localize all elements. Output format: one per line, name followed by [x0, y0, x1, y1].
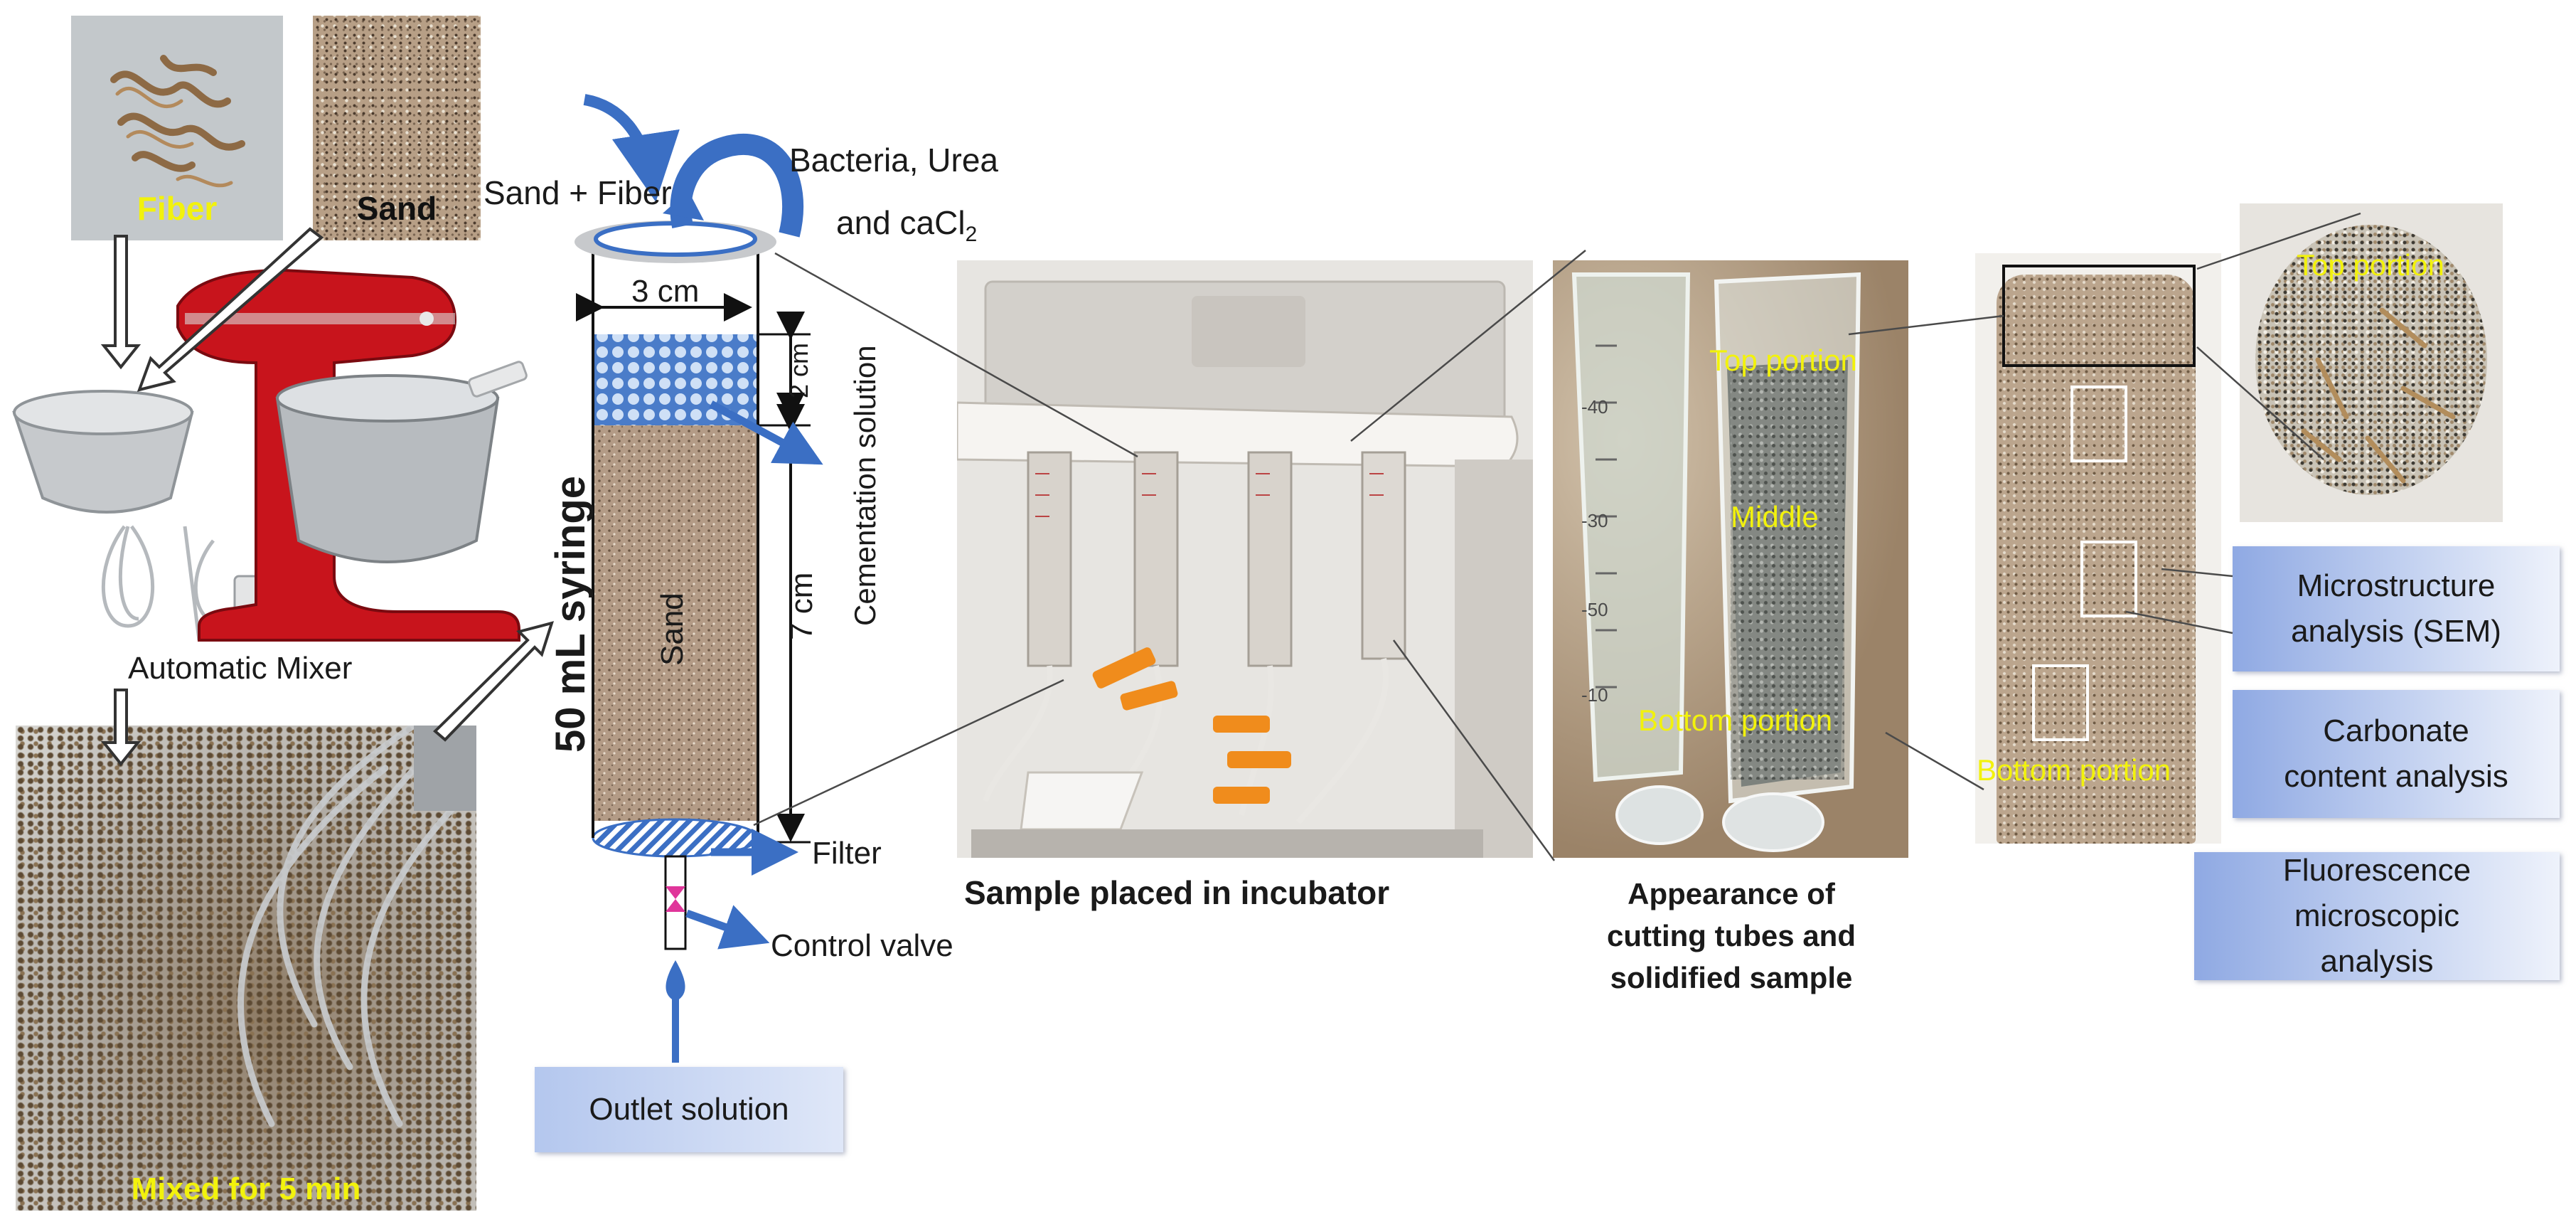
svg-text:-40: -40 — [1581, 396, 1608, 418]
svg-text:-30: -30 — [1581, 510, 1608, 531]
cut-tubes-photo: -40 -30 -50 -10 Top portion Middle Botto… — [1553, 260, 1908, 858]
sand-column-label: Sand — [655, 593, 690, 666]
syringes-in-incubator-image — [957, 260, 1533, 858]
filter-label: Filter — [812, 836, 882, 871]
valve-pointer-arrow — [685, 905, 770, 950]
fiber-bundles-image — [110, 55, 245, 188]
bacteria-label-line2: and caCl2 — [836, 206, 977, 245]
outlet-solution-label: Outlet solution — [589, 1092, 789, 1127]
region-lower-box — [2032, 664, 2089, 741]
control-valve-label: Control valve — [771, 928, 953, 963]
cementation-solution-label: Cementation solution — [848, 345, 882, 626]
bacteria-input-arrow — [670, 134, 804, 238]
svg-text:-10: -10 — [1581, 684, 1608, 706]
top-disc-photo: Top portion — [2240, 203, 2503, 522]
solidified-sample-photo: Bottom portion — [1975, 253, 2221, 844]
analysis-fluorescence-text: Fluorescence microscopic analysis — [2282, 853, 2471, 979]
analysis-box-fluorescence: Fluorescence microscopic analysis — [2194, 852, 2560, 980]
sand-label: Sand — [356, 190, 437, 227]
cementation-solution-layer — [593, 334, 758, 425]
tubes-caption: Appearance of cutting tubes and solidifi… — [1607, 877, 1856, 994]
top-portion-highlight — [2002, 265, 2196, 367]
diameter-label: 3 cm — [631, 274, 700, 309]
mixed-label: Mixed for 5 min — [131, 1171, 361, 1206]
sand-photo: Sand — [313, 16, 481, 240]
analysis-box-sem: Microstructure analysis (SEM) — [2233, 546, 2560, 671]
automatic-mixer-label: Automatic Mixer — [128, 651, 353, 686]
mixed-sand-fiber-image — [237, 726, 476, 1127]
sample-bottom-label: Bottom portion — [1977, 753, 2171, 787]
control-valve-icon — [666, 886, 685, 899]
sand-height-label: 7 cm — [784, 572, 819, 640]
analysis-sem-text: Microstructure analysis (SEM) — [2291, 568, 2501, 649]
fiber-photo: Fiber — [71, 16, 283, 240]
region-upper-box — [2070, 386, 2127, 462]
cementation-height-label: 2 cm — [784, 342, 813, 398]
tubes-middle-label: Middle — [1731, 500, 1819, 533]
analysis-carbonate-text: Carbonate content analysis — [2284, 713, 2508, 794]
fiber-label: Fiber — [137, 190, 218, 227]
bacteria-label-sub: 2 — [965, 223, 978, 247]
stand-mixer-image — [12, 268, 528, 642]
disc-top-label: Top portion — [2297, 248, 2444, 282]
bacteria-label-line1: Bacteria, Urea — [789, 142, 999, 179]
mixer-photo — [0, 242, 540, 654]
incubator-photo — [957, 260, 1533, 858]
solidified-sample-texture — [1731, 367, 1844, 780]
sand-fiber-label: Sand + Fiber — [483, 174, 672, 211]
tubes-top-label: Top portion — [1709, 344, 1857, 377]
tubes-bottom-label: Bottom portion — [1638, 703, 1833, 737]
bacteria-label-main: and caCl — [836, 204, 966, 241]
syringe-top-rim — [574, 221, 776, 263]
mixed-bowl-photo: Mixed for 5 min — [16, 726, 476, 1211]
outlet-drop-icon — [666, 960, 685, 1001]
analysis-box-carbonate: Carbonate content analysis — [2233, 690, 2560, 818]
filter-disc — [592, 818, 759, 858]
incubator-caption: Sample placed in incubator — [964, 874, 1390, 911]
cementation-pointer-arrow — [709, 400, 823, 465]
region-middle-box — [2080, 541, 2137, 617]
syringe-label: 50 mL syringe — [547, 475, 594, 753]
outlet-solution-box: Outlet solution — [535, 1067, 843, 1152]
sample-cylinder — [1997, 275, 2196, 844]
svg-text:-50: -50 — [1581, 599, 1608, 620]
